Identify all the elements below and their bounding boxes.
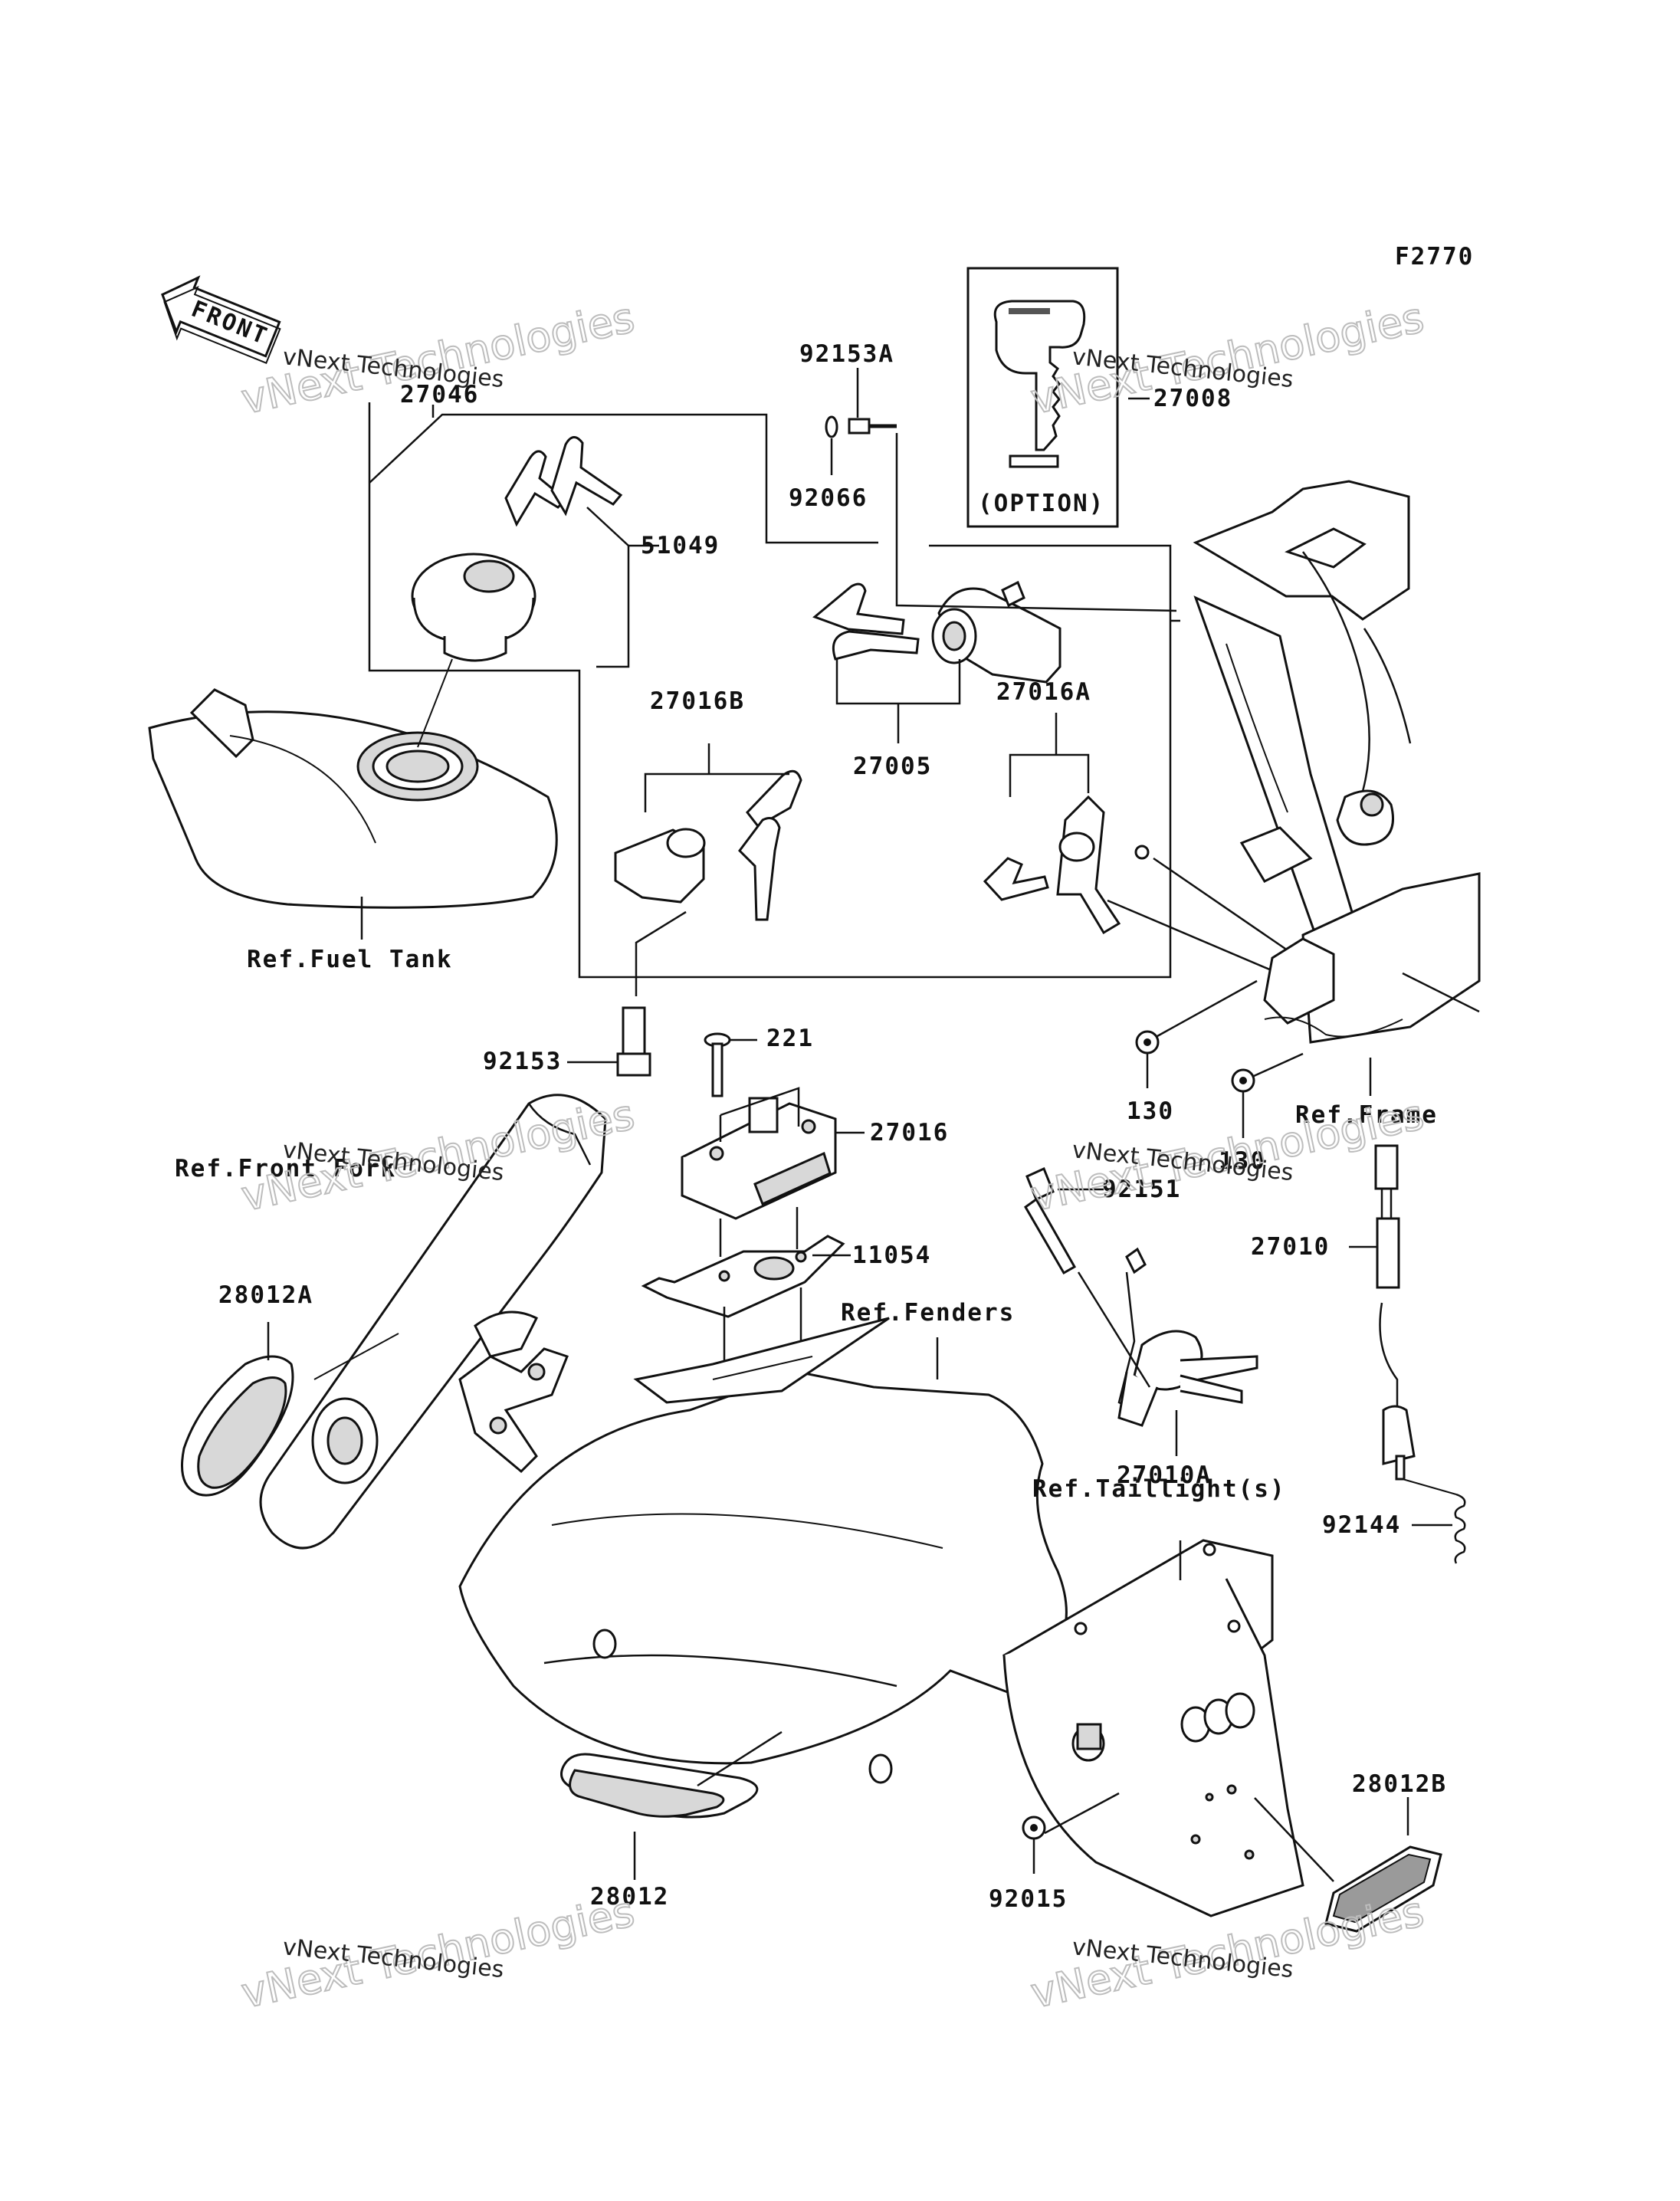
label-130-b: 130 [1219, 1147, 1266, 1175]
key-icon [738, 817, 781, 921]
bracket-11054 [641, 1235, 845, 1318]
ignition-switch-27016A [983, 795, 1150, 935]
ref-front-fork: Ref.Front Fork [175, 1155, 396, 1183]
switch-27010A [1117, 1247, 1258, 1427]
fuel-cap-51049 [411, 436, 623, 662]
label-92151: 92151 [1102, 1176, 1181, 1203]
fuel-tank [148, 658, 558, 909]
label-221: 221 [766, 1025, 814, 1052]
key-icon [983, 857, 1049, 901]
spring-92144 [1402, 1478, 1466, 1564]
label-92066: 92066 [789, 484, 868, 512]
taillight-bracket [1002, 1539, 1304, 1917]
bolt-130-a [1135, 1030, 1160, 1055]
bolt-92151 [1024, 1166, 1077, 1275]
screw-221 [704, 1032, 731, 1097]
ignition-switch-27016B [614, 769, 802, 921]
front-arrow-icon: FRONT [161, 275, 281, 364]
label-27010: 27010 [1251, 1233, 1330, 1261]
label-27005: 27005 [853, 753, 932, 780]
label-92015: 92015 [989, 1885, 1068, 1913]
figure-code: F2770 [1395, 243, 1474, 271]
assembly-outline [368, 402, 1180, 979]
key-icon [550, 436, 623, 517]
screw-92153A [825, 415, 897, 438]
label-92153: 92153 [483, 1048, 562, 1075]
nut-92015 [1022, 1816, 1046, 1840]
switch-27016 [681, 1097, 837, 1220]
key-icon [832, 630, 920, 661]
bolt-130-b [1231, 1068, 1255, 1093]
ref-frame: Ref.Frame [1295, 1101, 1438, 1129]
reflector-28012A [181, 1355, 294, 1497]
key-icon [746, 769, 802, 828]
label-27016: 27016 [870, 1119, 949, 1146]
label-27046: 27046 [400, 381, 479, 408]
switch-27010 [1374, 1144, 1416, 1481]
label-27010A: 27010A [1117, 1461, 1212, 1489]
front-fork [259, 1094, 607, 1550]
ref-fuel-tank: Ref.Fuel Tank [247, 946, 453, 973]
motorcycle-frame [1193, 480, 1481, 1044]
key-icon [812, 582, 905, 635]
key-option-icon [993, 300, 1086, 451]
bolt-92153 [616, 1006, 651, 1077]
ref-fenders: Ref.Fenders [841, 1299, 1015, 1327]
watermark-bottom-left: vNext Technologies vNext Technologies [237, 1887, 640, 2019]
label-130-a: 130 [1127, 1097, 1174, 1125]
option-label: (OPTION) [978, 490, 1104, 517]
label-28012B: 28012B [1352, 1770, 1447, 1798]
label-27008: 27008 [1153, 385, 1232, 412]
key-icon [504, 450, 568, 527]
label-28012: 28012 [590, 1883, 669, 1911]
reflector-28012 [560, 1753, 759, 1819]
label-11054: 11054 [852, 1242, 931, 1269]
reflector-28012B [1324, 1845, 1442, 1933]
rear-fender [458, 1317, 1068, 1784]
ref-taillight: Ref.Taillight(s) [1032, 1475, 1286, 1503]
label-92144: 92144 [1322, 1511, 1401, 1539]
label-27016A: 27016A [996, 678, 1091, 706]
label-28012A: 28012A [218, 1281, 313, 1309]
option-key-box: (OPTION) [966, 267, 1119, 528]
ignition-barrel-27005 [812, 580, 1061, 684]
label-92153A: 92153A [799, 340, 894, 368]
watermark-mid-right: vNext Technologies vNext Technologies [1026, 1090, 1429, 1222]
label-27016B: 27016B [650, 687, 745, 715]
label-51049: 51049 [641, 532, 720, 559]
